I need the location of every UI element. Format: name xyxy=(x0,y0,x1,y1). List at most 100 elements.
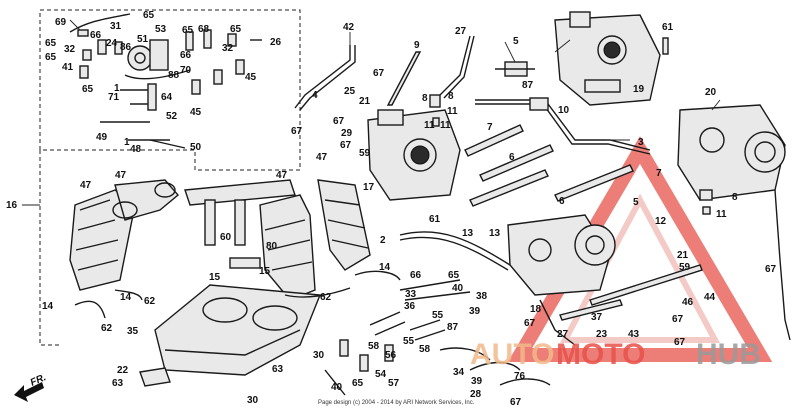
callout-54: 54 xyxy=(375,369,387,380)
callout-86: 86 xyxy=(120,42,132,53)
callout-47: 47 xyxy=(115,170,127,181)
callout-66: 66 xyxy=(410,270,422,281)
callout-65: 65 xyxy=(230,24,242,35)
callout-66: 66 xyxy=(90,30,102,41)
callout-45: 45 xyxy=(190,107,202,118)
callout-2: 2 xyxy=(380,235,386,246)
callout-18: 18 xyxy=(530,304,542,315)
callout-27: 27 xyxy=(557,329,569,340)
callout-63: 63 xyxy=(272,364,284,375)
callout-42: 42 xyxy=(343,22,355,33)
callout-88: 88 xyxy=(168,70,180,81)
callout-67: 67 xyxy=(524,318,536,329)
callout-6: 6 xyxy=(509,152,515,163)
callout-55: 55 xyxy=(403,336,415,347)
callout-65: 65 xyxy=(182,25,194,36)
callout-26: 26 xyxy=(270,37,282,48)
callout-62: 62 xyxy=(320,292,332,303)
callout-61: 61 xyxy=(429,214,441,225)
callout-30: 30 xyxy=(247,395,259,406)
intake-rubber-center xyxy=(259,194,316,301)
callout-8: 8 xyxy=(732,192,738,203)
callout-65: 65 xyxy=(82,84,94,95)
callout-47: 47 xyxy=(316,152,328,163)
needle-valve-set xyxy=(100,83,186,149)
callout-69: 69 xyxy=(55,17,67,28)
callout-43: 43 xyxy=(628,329,640,340)
callout-23: 23 xyxy=(596,329,608,340)
throttle-rod-9 xyxy=(386,51,422,106)
callout-71: 71 xyxy=(108,92,120,103)
callout-10: 10 xyxy=(558,105,570,116)
callout-67: 67 xyxy=(340,140,352,151)
callout-49: 49 xyxy=(96,132,108,143)
callout-30: 30 xyxy=(313,350,325,361)
callout-46: 46 xyxy=(682,297,694,308)
callout-5: 5 xyxy=(513,36,519,47)
callout-64: 64 xyxy=(161,92,173,103)
callout-44: 44 xyxy=(704,292,716,303)
overflow-tube-44 xyxy=(774,189,791,341)
breather-tubes xyxy=(74,270,401,319)
intake-rubber-center-2 xyxy=(317,179,371,271)
callout-7: 7 xyxy=(656,168,662,179)
watermark-wordmark: AUTO MOTO HUB xyxy=(470,338,761,371)
callout-59: 59 xyxy=(359,148,371,159)
intake-rubber-left xyxy=(69,189,136,291)
callout-47: 47 xyxy=(80,180,92,191)
callout-11: 11 xyxy=(447,106,458,117)
callout-55: 55 xyxy=(432,310,444,321)
carburetor-19 xyxy=(554,11,661,106)
callout-62: 62 xyxy=(144,296,156,307)
intake-rubber-left-2 xyxy=(112,179,179,221)
callout-6: 6 xyxy=(559,196,565,207)
callout-1: 1 xyxy=(114,83,120,94)
callout-65: 65 xyxy=(448,270,460,281)
callout-3: 3 xyxy=(638,137,644,148)
callout-22: 22 xyxy=(117,365,129,376)
callout-labels: 69 65 31 65 32 66 65 41 86 53 51 24 68 6… xyxy=(6,10,777,408)
callout-14: 14 xyxy=(120,292,132,303)
callout-34: 34 xyxy=(453,367,465,378)
callout-63: 63 xyxy=(112,378,124,389)
callout-39: 39 xyxy=(469,306,481,317)
callout-67: 67 xyxy=(510,397,522,408)
carburetor-59 xyxy=(367,109,461,201)
callout-8: 8 xyxy=(422,93,428,104)
callout-67: 67 xyxy=(373,68,385,79)
carburetor-20 xyxy=(677,104,786,201)
callout-76: 76 xyxy=(514,371,526,382)
copyright-notice: Page design (c) 2004 - 2014 by ARI Netwo… xyxy=(318,400,475,406)
callout-35: 35 xyxy=(127,326,139,337)
callout-58: 58 xyxy=(419,344,431,355)
callout-48: 48 xyxy=(130,144,142,155)
callout-11: 11 xyxy=(716,209,727,220)
callout-65: 65 xyxy=(45,52,57,63)
callout-50: 50 xyxy=(190,142,202,153)
callout-20: 20 xyxy=(705,87,717,98)
callout-80: 80 xyxy=(266,241,278,252)
hose-clip-assembly xyxy=(69,13,131,79)
callout-24: 24 xyxy=(106,38,118,49)
callout-13: 13 xyxy=(462,228,474,239)
callout-4: 4 xyxy=(312,90,318,101)
callout-13: 13 xyxy=(489,228,501,239)
carburetor-18 xyxy=(507,214,616,296)
vacuum-hose-cluster xyxy=(324,279,576,396)
watermark-hub: HUB xyxy=(696,338,761,371)
fuel-joint-5 xyxy=(495,61,535,77)
front-arrow-icon xyxy=(14,382,44,402)
callout-5: 5 xyxy=(633,197,639,208)
drain-tube-27 xyxy=(439,35,475,99)
clip-22 xyxy=(139,367,171,387)
fuel-hose-2 xyxy=(399,231,511,271)
watermark-auto: AUTO xyxy=(470,338,554,371)
callout-36: 36 xyxy=(404,301,416,312)
screw-61 xyxy=(662,37,669,55)
front-indicator-label: FR. xyxy=(29,372,48,389)
callout-87: 87 xyxy=(447,322,459,333)
callout-1: 1 xyxy=(124,137,130,148)
callout-62: 62 xyxy=(101,323,113,334)
manifold-bracket xyxy=(184,179,296,269)
